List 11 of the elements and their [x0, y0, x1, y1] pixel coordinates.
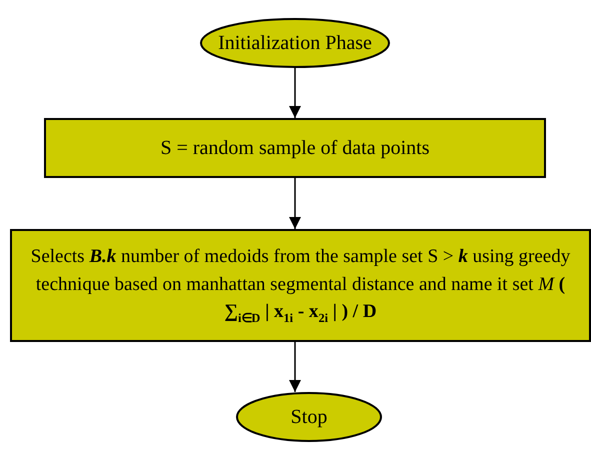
process-box — [10, 229, 591, 342]
process-box — [44, 118, 546, 178]
node-text: Selects B.k number of medoids from the sample set S > k using greedy technique based on manhattan segmental distance and name it set M ( ∑$_{i∈D}$ | x$_{1i}$ - x$_{2i}$ | ) / D — [30, 245, 572, 327]
arrow — [289, 342, 301, 392]
node-text: Stop — [290, 404, 328, 430]
node-text: S = random sample of data points — [160, 136, 430, 160]
arrow — [289, 178, 301, 229]
terminal-ellipse — [236, 392, 382, 442]
node-text: Initialization Phase — [218, 30, 372, 56]
terminal-ellipse — [200, 18, 390, 68]
arrow — [289, 68, 301, 118]
